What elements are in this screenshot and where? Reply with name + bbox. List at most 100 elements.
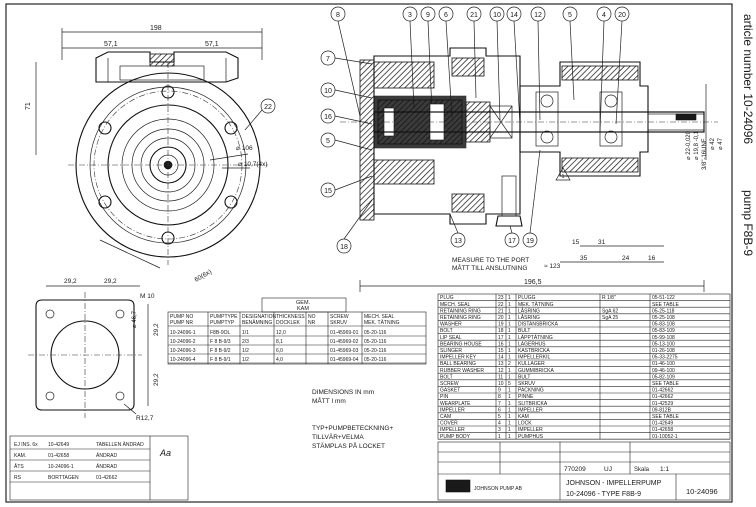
svg-text:⌀ 47: ⌀ 47 [718, 137, 724, 150]
svg-text:12: 12 [534, 12, 542, 19]
part-article-number: 05-83-109 [652, 328, 675, 334]
part-quantity: 1 [508, 388, 511, 394]
title-initials: UJ [604, 466, 612, 473]
part-name-sv: LOCK [518, 421, 532, 427]
part-article-number: 05-82-109 [652, 374, 675, 380]
part-spec: SgA 62 [602, 308, 618, 314]
part-name-sv: KASTBRICKA [518, 348, 550, 354]
svg-text:15: 15 [324, 188, 332, 195]
part-name-en: RETAINING RING [440, 308, 481, 314]
part-name-sv: IMPELLER [518, 427, 543, 433]
part-article-number: 01-42529 [652, 401, 673, 407]
part-quantity: 1 [508, 308, 511, 314]
svg-text:21: 21 [470, 12, 478, 19]
part-article-number: 05-25-118 [652, 308, 675, 314]
note-type-2: TILLVÄR+VELMA [312, 433, 364, 441]
part-quantity: 1 [508, 427, 511, 433]
part-name-sv: LÄPPTÄTNING [518, 334, 553, 341]
part-name-en: GASKET [440, 388, 460, 394]
part-position: 22 [498, 302, 504, 308]
part-position: 15 [498, 348, 504, 354]
balloons-top: 8 3 9 6 21 10 14 12 5 4 20 [330, 6, 630, 133]
part-name-sv: LÅSRING [518, 314, 540, 321]
part-quantity: 1 [508, 414, 511, 420]
part-article-number: 01-42649 [652, 421, 673, 427]
svg-text:35: 35 [580, 255, 588, 262]
variant-cell: 10-24096-3 [170, 348, 196, 354]
svg-text:GEM.: GEM. [296, 300, 311, 306]
svg-text:13: 13 [454, 238, 462, 245]
part-name-sv: MEK. TÄTNING [518, 301, 554, 308]
part-name-sv: PINNE [518, 394, 534, 400]
part-position: 16 [498, 341, 504, 347]
part-quantity: 1 [508, 295, 511, 301]
part-name-sv: KULLAGER [518, 361, 545, 367]
svg-text:3: 3 [408, 12, 412, 19]
variant-col-header: MEK. TÄTNING [364, 319, 400, 326]
port-value: ≈ 123 [544, 263, 561, 270]
part-position: 1 [498, 434, 501, 440]
dim-overall-top: 198 [150, 25, 162, 32]
drawing-title: JOHNSON - IMPELLERPUMP [566, 480, 662, 487]
revision-ref: 01-42658 [48, 453, 69, 459]
part-name-sv: BULT [518, 328, 530, 334]
part-position: 12 [498, 368, 504, 374]
variant-col-header: NR [308, 320, 316, 326]
port-note-1: MEASURE TO THE PORT [452, 257, 529, 264]
svg-text:7: 7 [326, 56, 330, 63]
part-quantity: 1 [508, 315, 511, 321]
scale-value: 1:1 [660, 466, 669, 473]
company-name: JOHNSON PUMP AB [474, 486, 523, 492]
part-position: 11 [498, 374, 503, 380]
part-position: 4 [498, 421, 501, 427]
variant-col-header: DESIGNATION [242, 314, 276, 320]
part-name-sv: SKRUV [518, 381, 536, 387]
variant-cell: 10-24096-1 [170, 330, 196, 336]
revision-ref: 10-42649 [48, 442, 69, 448]
svg-text:14: 14 [510, 12, 518, 19]
svg-text:⌀ 42: ⌀ 42 [710, 137, 716, 150]
drawing-frame [5, 3, 733, 503]
variant-cell: 05-20-116 [364, 330, 387, 336]
part-position: 23 [498, 295, 504, 301]
part-name-en: BEARING HOUSE [440, 341, 482, 347]
part-article-number: 01-42658 [652, 427, 673, 433]
dim-d106: ⌀ 106 [236, 145, 253, 152]
svg-text:⌀ 22-0,020: ⌀ 22-0,020 [686, 130, 692, 160]
variant-col-header: DOCKLEK [276, 320, 301, 326]
svg-text:8: 8 [336, 12, 340, 19]
drawing-subtitle: 10-24096 - TYPE F8B-9 [566, 491, 641, 498]
variant-cell: 05-20-116 [364, 357, 387, 363]
part-position: 18 [498, 328, 504, 334]
part-article-number: 01-26-108 [652, 348, 675, 354]
part-name-en: BOLT [440, 374, 453, 380]
drawing-number: 10-24096 [686, 487, 718, 496]
part-name-sv: PACKNING [518, 388, 544, 394]
revision-code: EJ INS. 6x [14, 442, 38, 448]
part-name-en: IMPELLER [440, 427, 465, 433]
port-note-2: MÅTT TILL ANSLUTNING [452, 263, 527, 272]
part-article-number: 05-51-122 [652, 295, 675, 301]
svg-text:15: 15 [572, 239, 580, 246]
variant-cell: 01-45969-01 [330, 330, 359, 336]
variant-cell: F 8 B-9/3 [210, 339, 231, 345]
part-spec: SgA 25 [602, 315, 618, 321]
revision-text: 01-42662 [96, 475, 117, 481]
part-name-en: MECH. SEAL [440, 302, 471, 308]
variant-cell: F 8 B-9/2 [210, 348, 231, 354]
part-quantity: 1 [508, 407, 511, 413]
part-name-sv: PUMPHUS [518, 434, 544, 440]
variant-cell: F8B-9OL [210, 330, 231, 336]
note-type-1: TYP+PUMPBETECKNING+ [312, 425, 393, 432]
svg-text:3/8"-16UNF: 3/8"-16UNF [702, 138, 708, 170]
note-dims-sv: MÅTT I mm [312, 396, 346, 405]
part-name-sv: BULT [518, 374, 530, 380]
revision-ref: 10-24096-1 [48, 464, 74, 470]
part-article-number: SEE TABLE [652, 302, 679, 308]
part-article-number: SEE TABLE [652, 414, 679, 420]
part-quantity: 1 [508, 348, 511, 354]
part-name-en: PLUG [440, 295, 454, 301]
variant-cell: 12,0 [276, 330, 286, 336]
variant-col-header: PUMPTYP [210, 320, 235, 326]
